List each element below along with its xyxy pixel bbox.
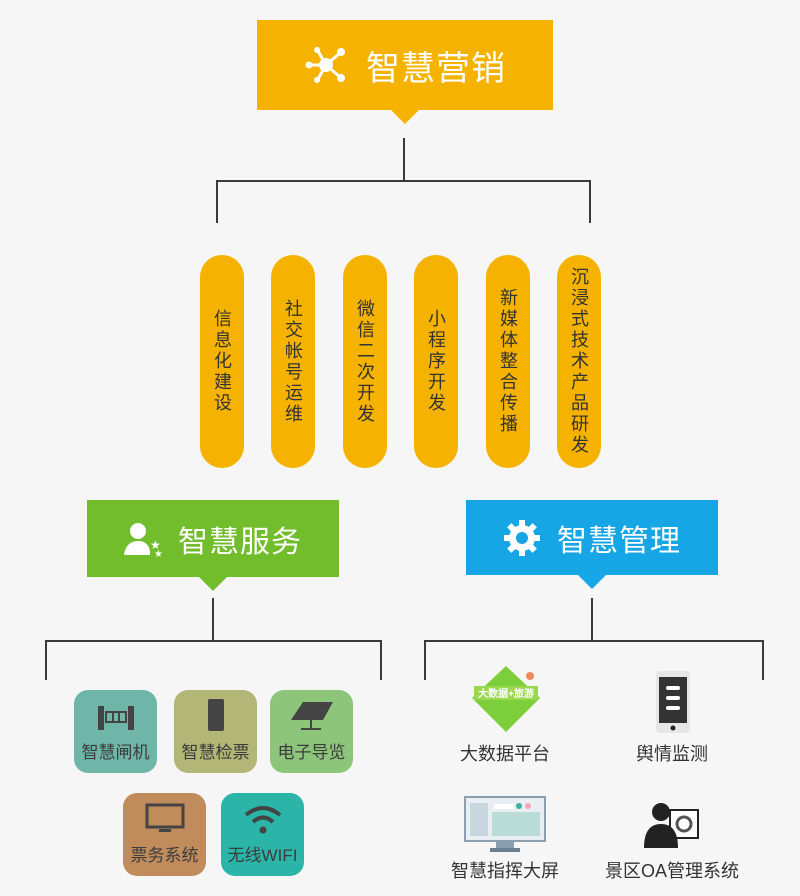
tile-ticketing-system[interactable]: 票务系统 bbox=[123, 793, 206, 876]
connector bbox=[45, 640, 47, 680]
network-hub-icon bbox=[304, 45, 348, 85]
public-opinion-monitoring-label: 舆情监测 bbox=[636, 744, 708, 764]
pill-item: 社交帐号运维 bbox=[271, 255, 315, 468]
connector bbox=[591, 598, 593, 641]
smart-service-title: 智慧服务 bbox=[178, 525, 302, 559]
connector bbox=[589, 180, 591, 223]
svg-text:★: ★ bbox=[150, 538, 162, 552]
connector bbox=[45, 640, 382, 642]
gate-icon bbox=[97, 706, 134, 730]
svg-text:★★: ★★ bbox=[154, 549, 164, 557]
smartphone-icon bbox=[655, 670, 691, 739]
connector bbox=[762, 640, 764, 680]
dashboard-monitor-icon bbox=[464, 796, 546, 859]
smart-management-title: 智慧管理 bbox=[557, 524, 681, 558]
connector bbox=[380, 640, 382, 680]
pill-item: 沉浸式技术产品研发 bbox=[557, 255, 601, 468]
pill-item: 信息化建设 bbox=[200, 255, 244, 468]
tile-label: 智慧检票 bbox=[181, 743, 250, 762]
wifi-icon bbox=[244, 806, 281, 834]
tile-smart-ticket-check[interactable]: 智慧检票 bbox=[174, 690, 257, 773]
manager-gear-icon bbox=[644, 800, 700, 855]
phone-icon bbox=[207, 699, 224, 731]
connector bbox=[216, 180, 591, 182]
pill-item: 新媒体整合传播 bbox=[486, 255, 530, 468]
scenic-oa-system-label: 景区OA管理系统 bbox=[604, 861, 739, 881]
connector bbox=[212, 598, 214, 641]
user-stars-icon: ★★★ bbox=[124, 521, 164, 557]
smart-marketing-header: 智慧营销 bbox=[257, 20, 553, 124]
tile-e-guide[interactable]: 电子导览 bbox=[270, 690, 353, 773]
smart-service-header: ★★★ 智慧服务 bbox=[87, 500, 339, 591]
connector bbox=[216, 180, 218, 223]
big-data-badge-icon: 大数据+旅游 bbox=[470, 662, 542, 739]
tile-wireless-wifi[interactable]: 无线WIFI bbox=[221, 793, 304, 876]
connector bbox=[424, 640, 764, 642]
connector bbox=[403, 138, 405, 181]
smart-marketing-title: 智慧营销 bbox=[366, 49, 506, 88]
screen-stand-icon bbox=[290, 702, 333, 730]
connector bbox=[424, 640, 426, 680]
tile-label: 无线WIFI bbox=[227, 846, 298, 865]
tile-label: 电子导览 bbox=[277, 743, 346, 762]
smart-management-header: 智慧管理 bbox=[466, 500, 718, 589]
tile-label: 智慧闸机 bbox=[81, 743, 150, 762]
command-big-screen-label: 智慧指挥大屏 bbox=[451, 861, 559, 881]
monitor-icon bbox=[145, 803, 184, 832]
tile-label: 票务系统 bbox=[130, 846, 199, 865]
tile-smart-gate[interactable]: 智慧闸机 bbox=[74, 690, 157, 773]
big-data-platform-label: 大数据平台 bbox=[460, 744, 550, 764]
gear-icon bbox=[503, 519, 541, 557]
svg-text:大数据+旅游: 大数据+旅游 bbox=[478, 687, 534, 700]
pill-item: 微信二次开发 bbox=[343, 255, 387, 468]
pill-item: 小程序开发 bbox=[414, 255, 458, 468]
